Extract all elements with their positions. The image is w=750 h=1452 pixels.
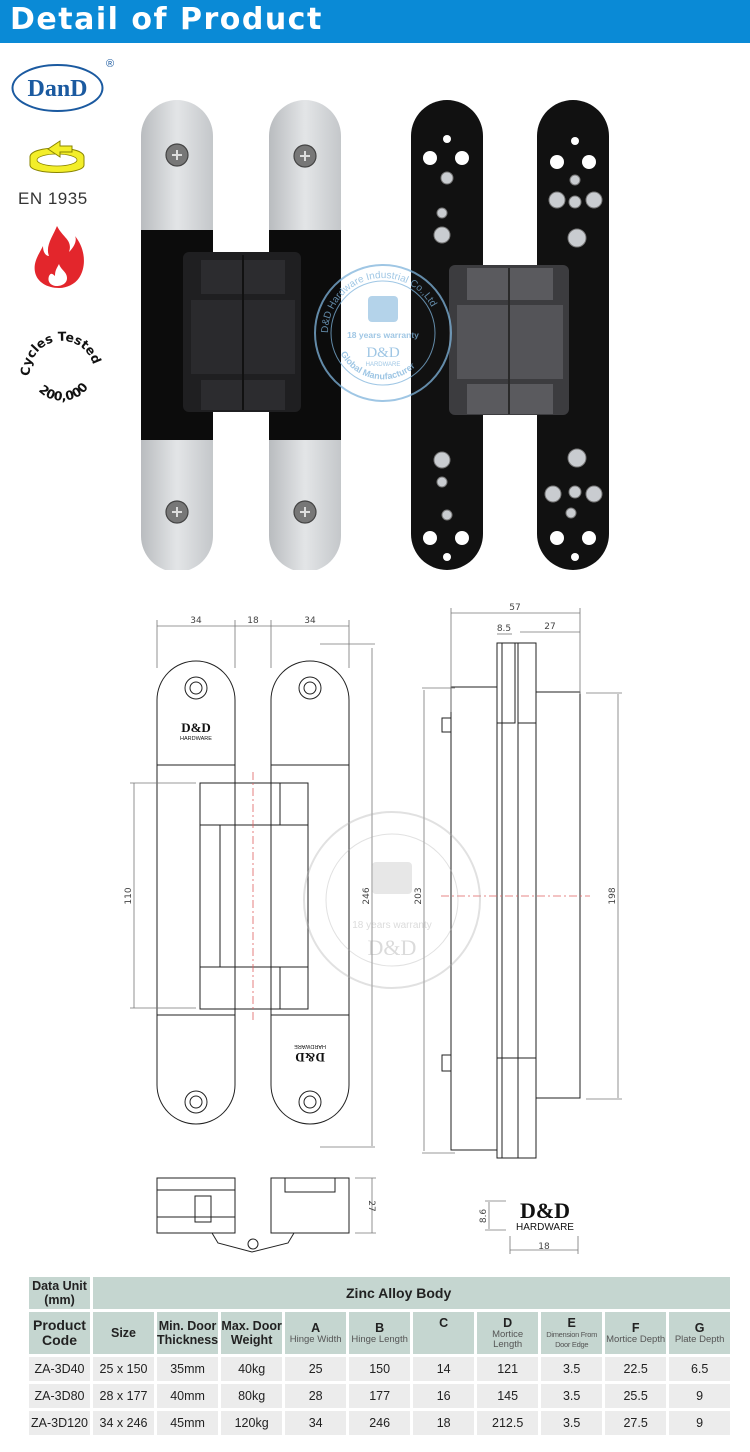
page-title: Detail of Product — [10, 2, 323, 37]
col-header-product-code: Product Code — [29, 1312, 90, 1354]
rotation-arrow-icon — [29, 140, 85, 173]
cell-g: 9 — [669, 1384, 731, 1408]
svg-text:8.6: 8.6 — [479, 1209, 489, 1224]
cell-d: 121 — [477, 1357, 539, 1381]
cell-b: 246 — [349, 1411, 411, 1435]
cell-c: 16 — [413, 1384, 475, 1408]
svg-text:27: 27 — [366, 1200, 376, 1211]
spec-table: Data Unit(mm) Zinc Alloy Body Product Co… — [26, 1274, 733, 1438]
cell-min-thickness: 35mm — [157, 1357, 219, 1381]
cell-e: 3.5 — [541, 1411, 603, 1435]
svg-text:D&D: D&D — [366, 345, 400, 361]
cell-f: 25.5 — [605, 1384, 667, 1408]
svg-text:198: 198 — [608, 887, 618, 904]
cell-size: 28 x 177 — [93, 1384, 154, 1408]
cell-f: 27.5 — [605, 1411, 667, 1435]
svg-text:D&D: D&D — [520, 1198, 570, 1223]
table-row: ZA-3D120 34 x 246 45mm 120kg 34 246 18 2… — [29, 1411, 731, 1435]
table-row: ZA-3D40 25 x 150 35mm 40kg 25 150 14 121… — [29, 1357, 731, 1381]
cell-max-weight: 40kg — [221, 1357, 283, 1381]
hinge-photo-brushed — [141, 100, 341, 570]
svg-text:18: 18 — [538, 1242, 550, 1252]
svg-text:200,000: 200,000 — [36, 379, 91, 404]
cell-b: 177 — [349, 1384, 411, 1408]
svg-text:D&D: D&D — [295, 1050, 325, 1065]
svg-text:57: 57 — [509, 603, 520, 613]
svg-text:8.5: 8.5 — [497, 624, 511, 634]
dand-brand-logo: DanD — [11, 64, 104, 112]
cell-e: 3.5 — [541, 1357, 603, 1381]
cell-a: 25 — [285, 1357, 347, 1381]
cell-max-weight: 80kg — [221, 1384, 283, 1408]
cell-d: 212.5 — [477, 1411, 539, 1435]
body-material-header: Zinc Alloy Body — [93, 1277, 731, 1309]
table-header-row-2: Product Code Size Min. Door Thickness Ma… — [29, 1312, 731, 1354]
svg-text:34: 34 — [304, 616, 316, 626]
svg-text:18: 18 — [247, 616, 259, 626]
cell-product-code: ZA-3D120 — [29, 1411, 90, 1435]
table-row: ZA-3D80 28 x 177 40mm 80kg 28 177 16 145… — [29, 1384, 731, 1408]
registered-mark: ® — [106, 58, 115, 70]
cell-a: 34 — [285, 1411, 347, 1435]
hinge-photo-black — [411, 100, 609, 570]
cycles-tested-badge: Cycles Tested 200,000 — [18, 329, 104, 404]
svg-text:Cycles Tested: Cycles Tested — [18, 329, 104, 376]
svg-text:18 years warranty: 18 years warranty — [347, 330, 419, 340]
svg-text:110: 110 — [124, 887, 134, 904]
cell-c: 18 — [413, 1411, 475, 1435]
svg-text:HARDWARE: HARDWARE — [180, 736, 212, 742]
data-unit-header: Data Unit(mm) — [29, 1277, 90, 1309]
svg-text:DanD: DanD — [27, 76, 87, 102]
cell-a: 28 — [285, 1384, 347, 1408]
col-header-c: C — [413, 1312, 475, 1354]
svg-text:27: 27 — [544, 622, 555, 632]
cell-g: 6.5 — [669, 1357, 731, 1381]
technical-drawing: 34 18 34 110 246 57 8.5 27 203 198 27 8.… — [124, 603, 622, 1254]
table-header-row-1: Data Unit(mm) Zinc Alloy Body — [29, 1277, 731, 1309]
cell-d: 145 — [477, 1384, 539, 1408]
fire-rated-icon — [34, 226, 84, 288]
col-header-size: Size — [93, 1312, 154, 1354]
svg-text:HARDWARE: HARDWARE — [516, 1222, 574, 1233]
cell-e: 3.5 — [541, 1384, 603, 1408]
svg-text:D&D: D&D — [181, 720, 211, 735]
cell-size: 25 x 150 — [93, 1357, 154, 1381]
cell-max-weight: 120kg — [221, 1411, 283, 1435]
standard-label: EN 1935 — [18, 189, 88, 208]
svg-text:246: 246 — [362, 887, 372, 904]
svg-text:HARDWARE: HARDWARE — [294, 1043, 326, 1049]
svg-text:18 years warranty: 18 years warranty — [352, 920, 431, 931]
svg-text:203: 203 — [414, 887, 424, 904]
cell-product-code: ZA-3D80 — [29, 1384, 90, 1408]
cell-min-thickness: 45mm — [157, 1411, 219, 1435]
svg-text:D&D: D&D — [368, 935, 417, 960]
svg-text:HARDWARE: HARDWARE — [366, 362, 401, 368]
watermark-stamp: D&D Hardware Industrial Co.,Ltd Global M… — [314, 264, 452, 402]
cell-g: 9 — [669, 1411, 731, 1435]
cell-b: 150 — [349, 1357, 411, 1381]
cell-product-code: ZA-3D40 — [29, 1357, 90, 1381]
cell-f: 22.5 — [605, 1357, 667, 1381]
col-header-max-door-weight: Max. Door Weight — [221, 1312, 283, 1354]
title-banner: Detail of Product — [0, 0, 750, 43]
cell-c: 14 — [413, 1357, 475, 1381]
col-header-min-door-thickness: Min. Door Thickness — [157, 1312, 219, 1354]
cell-min-thickness: 40mm — [157, 1384, 219, 1408]
svg-text:34: 34 — [190, 616, 202, 626]
cell-size: 34 x 246 — [93, 1411, 154, 1435]
